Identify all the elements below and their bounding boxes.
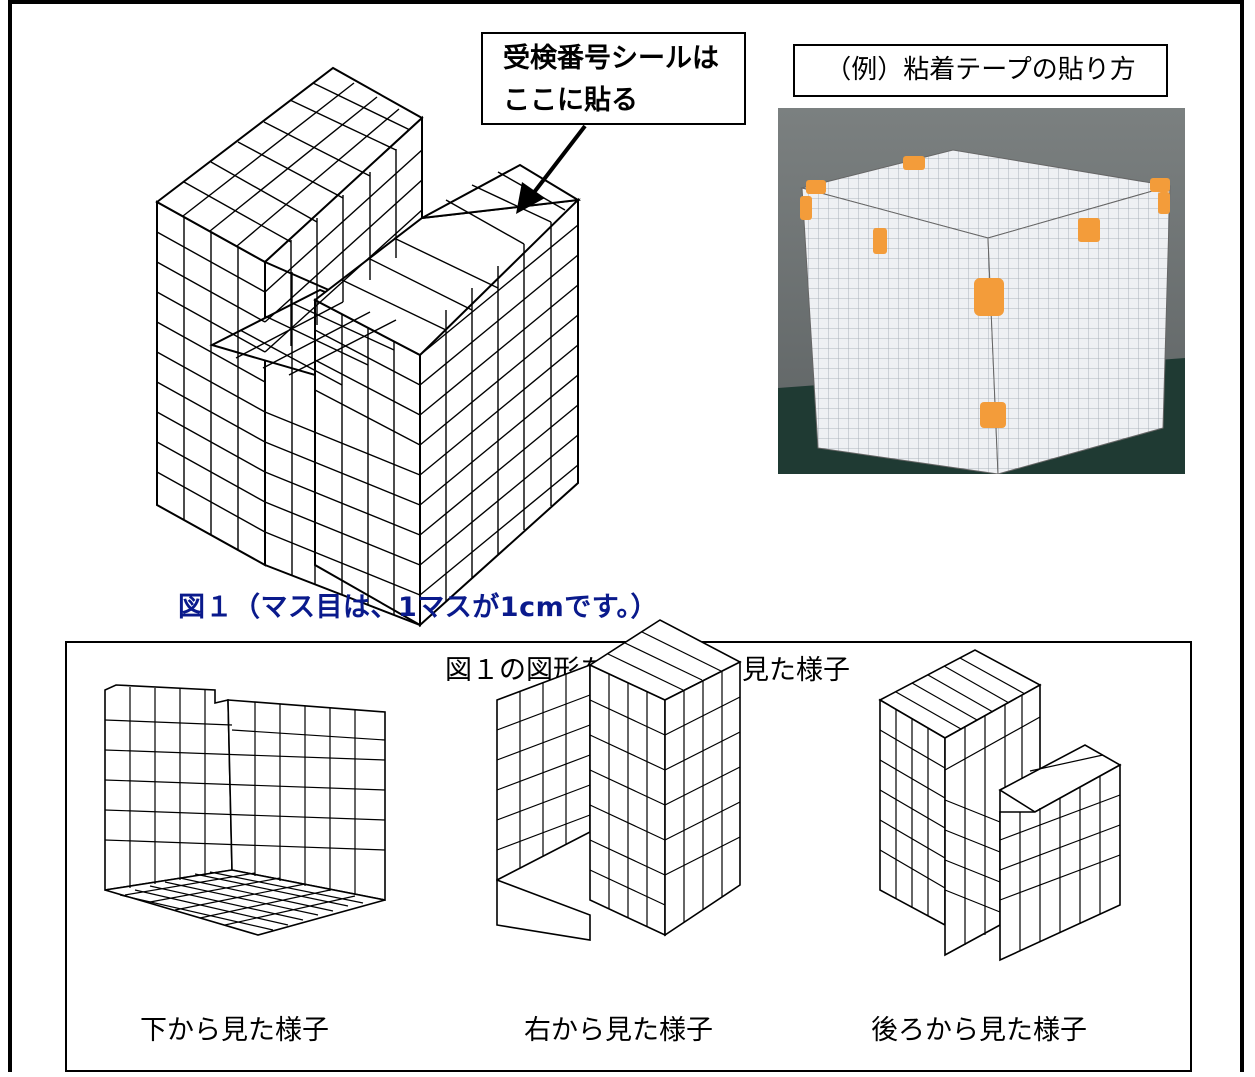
view-right-label: 右から見た様子 bbox=[524, 1015, 713, 1046]
figure1-grid bbox=[156, 82, 579, 615]
view-back-label: 後ろから見た様子 bbox=[871, 1015, 1087, 1046]
tape-pieces bbox=[800, 156, 1170, 428]
view-from-back bbox=[878, 649, 1122, 962]
tape-example-label: （例）粘着テープの貼り方 bbox=[793, 44, 1168, 97]
view-from-right bbox=[496, 619, 742, 941]
cube-left-face bbox=[801, 187, 999, 474]
view-bottom-label: 下から見た様子 bbox=[140, 1015, 329, 1046]
sticker-callout: 受検番号シールは ここに貼る bbox=[481, 32, 746, 125]
callout-line-1: 受検番号シールは bbox=[503, 43, 719, 74]
tape-example-photo bbox=[778, 108, 1185, 474]
callout-line-2: ここに貼る bbox=[503, 85, 638, 116]
figure1-caption: 図１（マス目は、1マスが1cmです。） bbox=[178, 592, 659, 623]
page-frame bbox=[8, 0, 1244, 1072]
view-from-bottom bbox=[104, 684, 386, 936]
cube-right-face bbox=[987, 185, 1171, 474]
callout-arrow bbox=[516, 124, 587, 214]
